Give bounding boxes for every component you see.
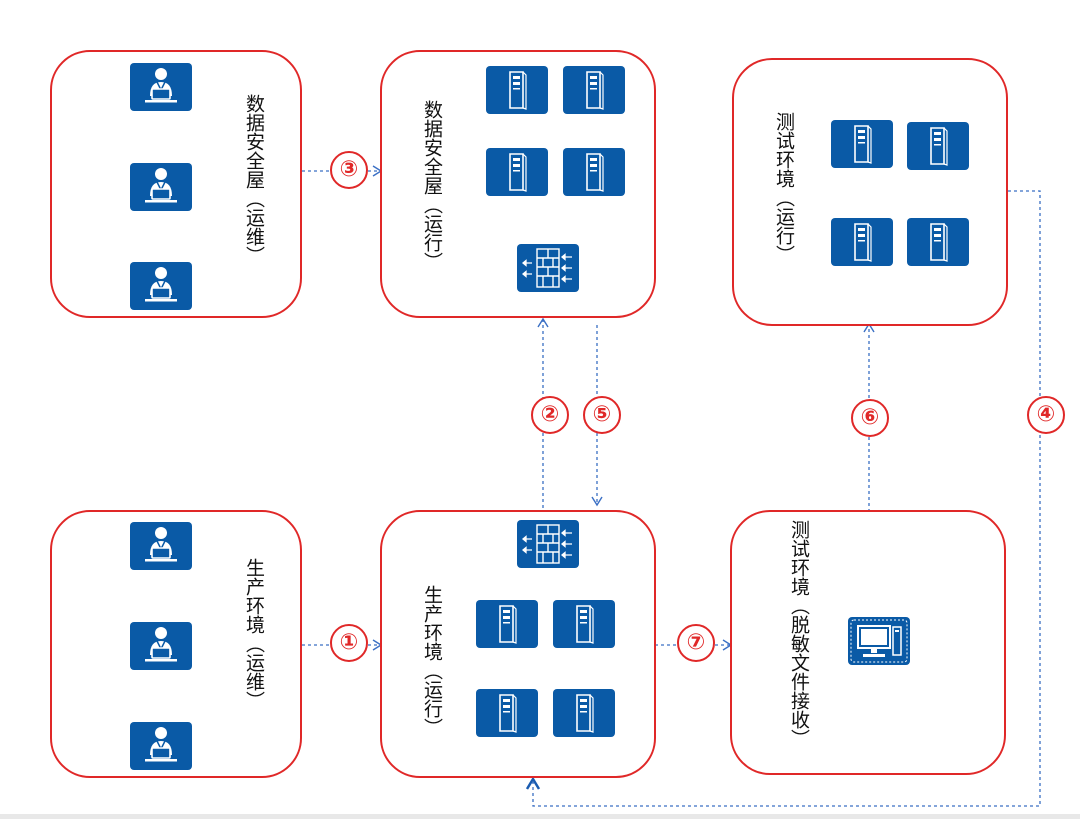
server-icon bbox=[486, 148, 548, 196]
operator-icon bbox=[130, 522, 192, 570]
computer-icon bbox=[848, 617, 910, 665]
firewall-icon bbox=[517, 520, 579, 568]
server-icon bbox=[476, 600, 538, 648]
firewall-icon bbox=[517, 244, 579, 292]
box-test-recv-label: 测试环境（脱敏文件接收） bbox=[788, 520, 810, 748]
box-prod-run-label: 生产环境（运行） bbox=[421, 585, 443, 737]
step-marker-7: ⑦ bbox=[677, 624, 715, 662]
step-marker-6: ⑥ bbox=[851, 399, 889, 437]
server-icon bbox=[907, 218, 969, 266]
step-marker-5: ⑤ bbox=[583, 396, 621, 434]
server-icon bbox=[907, 122, 969, 170]
server-icon bbox=[563, 66, 625, 114]
arrowhead-2 bbox=[537, 317, 549, 328]
box-test-run bbox=[732, 58, 1008, 326]
server-icon bbox=[476, 689, 538, 737]
operator-icon bbox=[130, 622, 192, 670]
server-icon bbox=[563, 148, 625, 196]
step-marker-3: ③ bbox=[330, 151, 368, 189]
step-marker-1: ① bbox=[330, 624, 368, 662]
server-icon bbox=[486, 66, 548, 114]
operator-icon bbox=[130, 262, 192, 310]
box-prod-ops-label: 生产环境（运维） bbox=[243, 558, 265, 710]
box-test-run-label: 测试环境（运行） bbox=[773, 112, 795, 264]
server-icon bbox=[831, 218, 893, 266]
arrowhead-4 bbox=[525, 776, 541, 790]
operator-icon bbox=[130, 722, 192, 770]
operator-icon bbox=[130, 163, 192, 211]
server-icon bbox=[831, 120, 893, 168]
bottom-divider bbox=[0, 814, 1080, 819]
step-marker-2: ② bbox=[531, 396, 569, 434]
box-security-ops-label: 数据安全屋（运维） bbox=[243, 94, 265, 265]
server-icon bbox=[553, 689, 615, 737]
server-icon bbox=[553, 600, 615, 648]
step-marker-4: ④ bbox=[1027, 396, 1065, 434]
box-security-run-label: 数据安全屋（运行） bbox=[421, 100, 443, 271]
operator-icon bbox=[130, 63, 192, 111]
arrowhead-5 bbox=[591, 496, 603, 507]
